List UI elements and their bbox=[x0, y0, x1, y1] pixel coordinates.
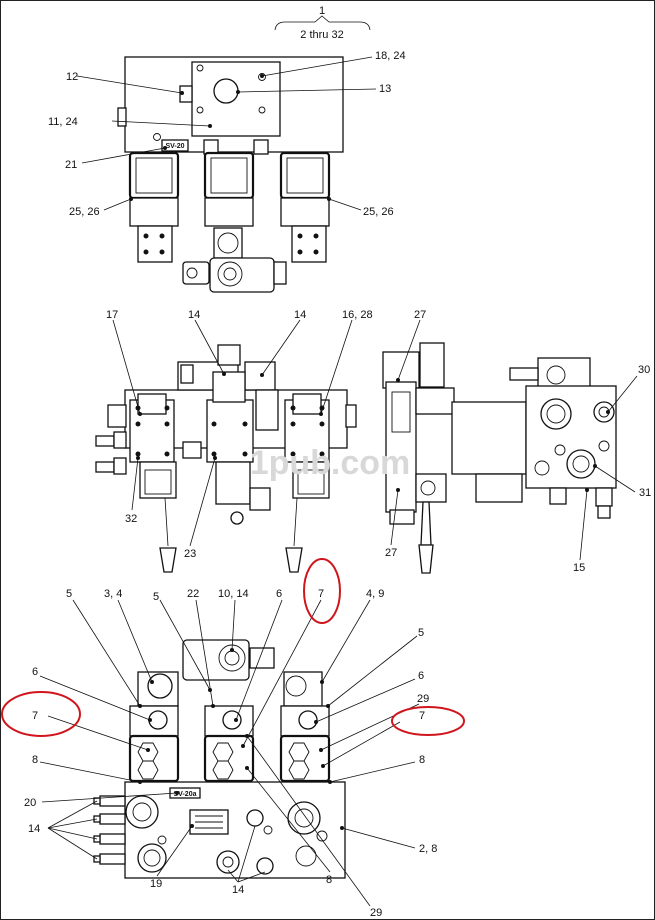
top-solenoid-coil-left bbox=[128, 151, 180, 200]
callout-16-28: 16, 28 bbox=[342, 309, 373, 321]
top-solenoid-coil-right bbox=[279, 151, 331, 200]
callout-5-a: 5 bbox=[66, 588, 72, 600]
bottom-leaders bbox=[39, 599, 420, 907]
callout-7-left: 7 bbox=[32, 710, 38, 722]
bottom-connector-3 bbox=[99, 833, 126, 845]
side-port-31 bbox=[566, 449, 596, 479]
callout-31: 31 bbox=[639, 487, 651, 499]
callout-12: 12 bbox=[66, 71, 78, 83]
callout-29-b: 29 bbox=[370, 907, 382, 919]
callout-6-b: 6 bbox=[32, 666, 38, 678]
callout-10-14: 10, 14 bbox=[218, 588, 249, 600]
top-fitting-12 bbox=[179, 85, 193, 103]
bottom-plug-14-a bbox=[246, 809, 264, 827]
bottom-plate-tag-text: SV-20a bbox=[174, 791, 197, 798]
callout-25-26-right: 25, 26 bbox=[363, 206, 394, 218]
callout-8-c: 8 bbox=[326, 874, 332, 886]
top-solenoid-coil-center bbox=[203, 151, 255, 200]
callout-14-a: 14 bbox=[188, 309, 200, 321]
bottom-callout-labels: 5 3, 4 5 22 10, 14 6 7 4, 9 5 6 6 7 29 7… bbox=[24, 588, 437, 919]
middle-callout-labels: 17 14 14 16, 28 27 30 31 32 23 27 15 bbox=[106, 309, 651, 574]
top-leaders bbox=[76, 56, 377, 211]
callout-2-8: 2, 8 bbox=[419, 843, 437, 855]
callout-25-26-left: 25, 26 bbox=[69, 206, 100, 218]
bottom-plug-3-4 bbox=[147, 673, 173, 699]
red-highlights bbox=[1, 558, 465, 737]
callout-7-top: 7 bbox=[318, 588, 324, 600]
callout-30: 30 bbox=[638, 364, 650, 376]
bottom-plug-14-c bbox=[256, 857, 274, 875]
side-port-large bbox=[540, 398, 572, 430]
top-callout-labels: 12 18, 24 13 11, 24 21 25, 26 25, 26 bbox=[48, 50, 406, 218]
callout-7-right: 7 bbox=[419, 710, 425, 722]
top-plate-tag-text: SV-20 bbox=[165, 143, 184, 150]
callout-29-a: 29 bbox=[417, 693, 429, 705]
top-view: SV-20 bbox=[117, 56, 344, 293]
callout-23: 23 bbox=[184, 548, 196, 560]
highlight-7-right bbox=[391, 706, 465, 736]
top-spool-right bbox=[291, 225, 327, 263]
callout-14-b: 14 bbox=[294, 309, 306, 321]
assembly-header: 1 2 thru 32 bbox=[274, 5, 371, 41]
callout-32: 32 bbox=[125, 513, 137, 525]
highlight-7-top bbox=[303, 558, 341, 624]
callout-6-c: 6 bbox=[418, 670, 424, 682]
callout-6-a: 6 bbox=[276, 588, 282, 600]
callout-8-a: 8 bbox=[32, 754, 38, 766]
callout-22: 22 bbox=[187, 588, 199, 600]
callout-17: 17 bbox=[106, 309, 118, 321]
middle-lever-handle-left bbox=[159, 547, 177, 573]
middle-leaders bbox=[112, 319, 638, 561]
middle-lever-handle-right bbox=[285, 547, 303, 573]
middle-front-view bbox=[95, 344, 357, 573]
callout-5-c: 5 bbox=[418, 627, 424, 639]
top-port-13 bbox=[213, 78, 239, 104]
highlight-7-left bbox=[1, 691, 81, 737]
callout-4-9: 4, 9 bbox=[366, 588, 384, 600]
middle-side-view bbox=[382, 342, 617, 574]
callout-20: 20 bbox=[24, 797, 36, 809]
callout-15: 15 bbox=[573, 562, 585, 574]
callout-21: 21 bbox=[65, 159, 77, 171]
side-manifold-body bbox=[451, 401, 527, 475]
callout-3-4: 3, 4 bbox=[104, 588, 122, 600]
callout-27-bottom: 27 bbox=[385, 547, 397, 559]
assembly-number: 1 bbox=[319, 5, 325, 17]
bottom-view: SV-20a bbox=[93, 639, 346, 879]
callout-14-left: 14 bbox=[28, 823, 40, 835]
callout-27-top: 27 bbox=[414, 309, 426, 321]
watermark: 1pub.com bbox=[250, 444, 411, 482]
top-plate-tag bbox=[161, 139, 189, 152]
callout-11-24: 11, 24 bbox=[48, 116, 78, 128]
callout-14-bottom: 14 bbox=[232, 884, 244, 896]
bottom-connector-2 bbox=[99, 813, 126, 825]
top-cover-plate bbox=[191, 61, 281, 137]
callout-13: 13 bbox=[379, 83, 391, 95]
callout-8-b: 8 bbox=[419, 754, 425, 766]
side-port-30 bbox=[593, 401, 615, 423]
callout-18-24: 18, 24 bbox=[375, 50, 406, 62]
side-lever-handle bbox=[418, 544, 434, 574]
bottom-plug-14-b bbox=[216, 850, 240, 874]
assembly-range: 2 thru 32 bbox=[300, 29, 343, 41]
top-spool-left bbox=[137, 225, 173, 263]
callout-5-b: 5 bbox=[153, 591, 159, 603]
bottom-connector-4 bbox=[99, 853, 126, 865]
callout-19: 19 bbox=[150, 878, 162, 890]
